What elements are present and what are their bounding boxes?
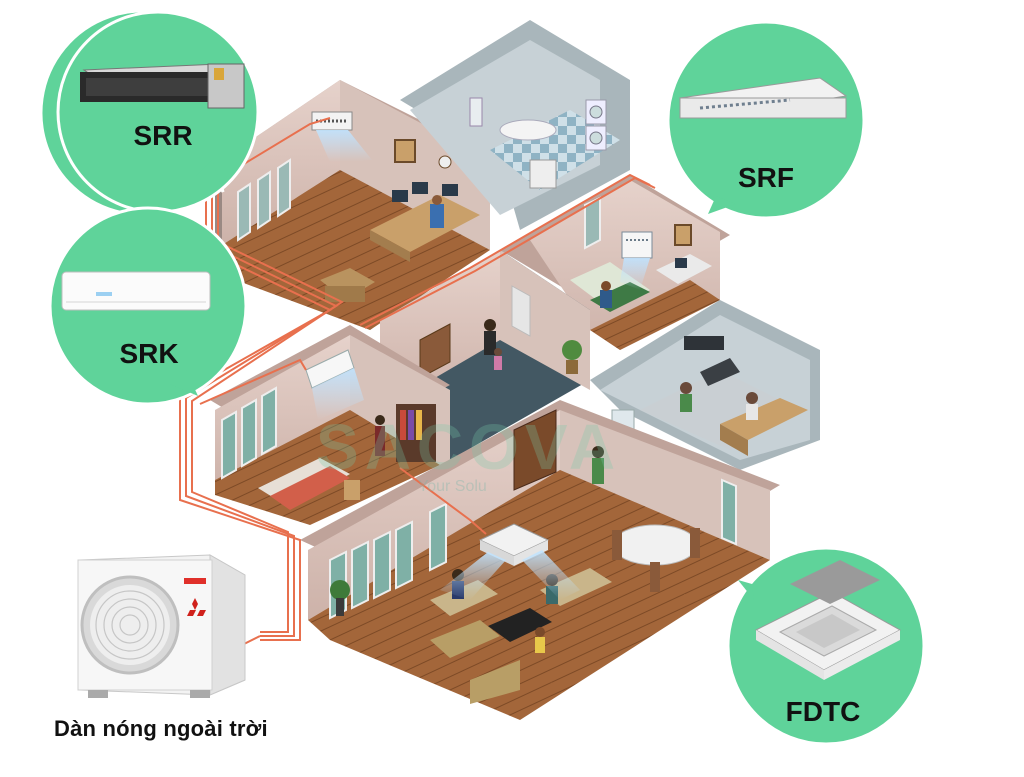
fdtc-indoor-unit [440,523,580,600]
person-hallway [484,319,502,370]
srr-indoor-unit [311,111,372,162]
srf-bubble [666,20,866,220]
srk-bubble [48,206,248,406]
stove [684,336,740,386]
watermark-tagline: Your Solu [418,478,487,495]
srr-label: SRR [133,120,193,151]
mitsubishi-logo-icon [187,598,206,616]
bedroom-left [210,325,450,525]
office-desk [370,182,480,262]
srr-bubble [39,9,260,217]
kitchen-island [720,398,808,456]
srr-duct-unit-icon [80,63,245,109]
fan-grille [95,590,165,660]
office-windows [237,158,291,242]
bed-left [258,458,350,510]
fdtc-bubble [726,546,926,746]
desk-right [656,254,712,284]
srk-label: SRK [119,338,179,369]
srk-wall-unit-icon [61,271,211,311]
living-room [300,400,780,720]
srf-label: SRF [738,162,794,193]
fdtc-label: FDTC [785,696,861,727]
watermark-logo: SACOVA [316,411,622,483]
srf-indoor-unit [620,231,653,290]
kitchen [590,300,820,470]
srk-indoor-unit [305,349,364,420]
dining-table [612,524,700,592]
srf-ceiling-unit-icon [678,77,848,119]
fdtc-cassette-icon [754,560,902,680]
bathroom [400,20,630,230]
outdoor-unit [77,554,246,698]
wardrobe [396,404,436,462]
outdoor-unit-caption: Dàn nóng ngoài trời [54,716,268,741]
